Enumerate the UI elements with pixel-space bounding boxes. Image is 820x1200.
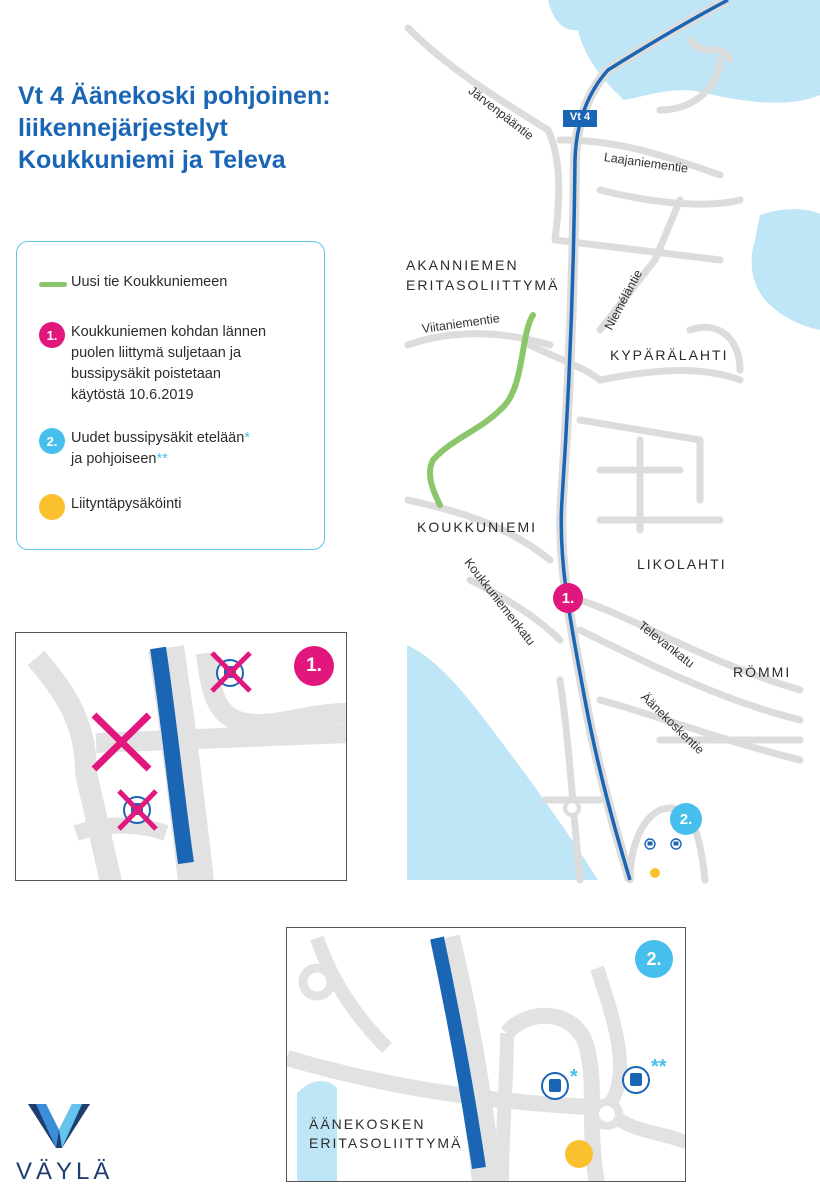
highway-vt4-line: [559, 0, 729, 881]
legend-item-2-text: Uudet bussipysäkit etelään* ja pohjoisee…: [71, 428, 250, 470]
legend-item-2-line-2: ja pohjoiseen: [71, 451, 157, 467]
place-akanniemi-1: AKANNIEMEN: [406, 257, 519, 273]
legend-new-road-text: Uusi tie Koukkuniemeen: [71, 274, 228, 290]
removed-bus-stop-north-icon: [210, 651, 252, 693]
road-sign-vt4: [563, 110, 597, 127]
inset-1-badge: 1.: [294, 646, 334, 686]
legend-item-2-line-1: Uudet bussipysäkit etelään: [71, 430, 245, 446]
park-and-ride-dot: [565, 1140, 593, 1168]
local-roads: [404, 24, 804, 884]
park-and-ride-marker: [650, 868, 660, 878]
legend-item-1-line-3: bussipysäkit poistetaan: [71, 366, 221, 382]
place-akanniemi-2: ERITASOLIITTYMÄ: [406, 277, 560, 293]
new-road-koukkuniemi: [427, 312, 536, 508]
roundabout-east: [591, 1098, 623, 1130]
legend-parking-text: Liityntäpysäköinti: [71, 496, 182, 512]
inset-2-place-2: ERITASOLIITTYMÄ: [309, 1135, 463, 1151]
legend-item-1-text: Koukkuniemen kohdan lännen puolen liitty…: [71, 322, 266, 406]
inset-2-drawing: [287, 934, 685, 1181]
legend-item-1-line-2: puolen liittymä suljetaan ja: [71, 345, 242, 361]
title-line-1: Vt 4 Äänekoski pohjoinen:: [18, 82, 331, 110]
place-koukkuniemi: KOUKKUNIEMI: [417, 519, 538, 535]
bus-stop-north-new-icon: [622, 1066, 650, 1094]
inset-2-star-south: *: [570, 1066, 578, 1088]
title-line-3: Koukkuniemi ja Televa: [18, 146, 286, 174]
bus-stop-north-icon: [670, 838, 682, 850]
place-kyparalahti: KYPÄRÄLAHTI: [610, 347, 729, 363]
legend-item-2: 2. Uudet bussipysäkit etelään* ja pohjoi…: [39, 428, 314, 470]
title-line-2: liikennejärjestelyt: [18, 114, 228, 142]
bus-stop-south-new-icon: [541, 1072, 569, 1100]
removed-bus-stop-south-icon: [117, 789, 158, 831]
legend-star-north: **: [156, 451, 168, 467]
legend-item-new-road: Uusi tie Koukkuniemeen: [39, 272, 314, 300]
legend-badge-2: 2.: [39, 428, 65, 454]
inset-map-2: * ** 2. ÄÄNEKOSKEN ERITASOLIITTYMÄ: [286, 927, 686, 1182]
inset-map-1: 1.: [15, 632, 347, 881]
lake-east: [751, 209, 820, 330]
legend-star-south: *: [244, 430, 250, 446]
vayla-logo-icon: [28, 1104, 90, 1148]
road-sign-label: Vt 4: [569, 111, 591, 123]
marker-2[interactable]: 2.: [670, 803, 702, 835]
green-line-icon: [39, 282, 67, 287]
bus-stop-south-icon: [644, 838, 656, 850]
inset-1-drawing: [27, 645, 346, 880]
water-area: [297, 1081, 337, 1181]
legend-item-1-line-4: käytöstä 10.6.2019: [71, 387, 194, 403]
place-likolahti: LIKOLAHTI: [637, 556, 727, 572]
lake-north: [548, 0, 820, 103]
marker-1[interactable]: 1.: [553, 583, 583, 613]
yellow-dot-icon: [39, 494, 65, 520]
legend-box: Uusi tie Koukkuniemeen 1. Koukkuniemen k…: [16, 241, 325, 550]
closed-junction-icon: [91, 712, 152, 772]
roundabout-west: [298, 963, 336, 1001]
legend-item-1: 1. Koukkuniemen kohdan lännen puolen lii…: [39, 322, 314, 406]
lake-west: [407, 645, 598, 880]
legend-item-1-line-1: Koukkuniemen kohdan lännen: [71, 324, 267, 340]
roundabout: [563, 799, 581, 817]
legend-badge-1: 1.: [39, 322, 65, 348]
inset-2-badge: 2.: [635, 940, 673, 978]
vayla-logo-text: VÄYLÄ: [16, 1158, 114, 1185]
legend-item-parking: Liityntäpysäköinti: [39, 494, 314, 522]
page-title: Vt 4 Äänekoski pohjoinen: liikennejärjes…: [18, 80, 398, 176]
inset-2-star-north: **: [651, 1056, 667, 1078]
place-rommi: RÖMMI: [733, 664, 792, 680]
inset-2-place-1: ÄÄNEKOSKEN: [309, 1116, 426, 1132]
